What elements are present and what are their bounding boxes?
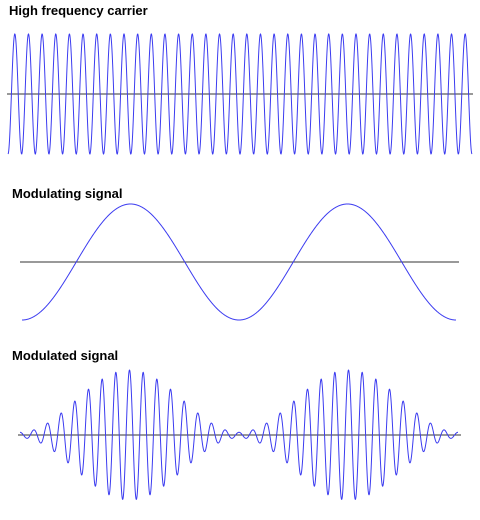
carrier-title: High frequency carrier	[9, 3, 148, 18]
modulated-plot	[18, 369, 461, 501]
modulated-title: Modulated signal	[12, 348, 119, 363]
modulated-wave	[19, 369, 459, 501]
modulating-title: Modulating signal	[12, 186, 123, 201]
modulating-wave	[21, 203, 457, 321]
carrier-plot	[7, 33, 473, 155]
modulating-plot	[20, 203, 459, 321]
carrier-wave	[7, 33, 473, 155]
